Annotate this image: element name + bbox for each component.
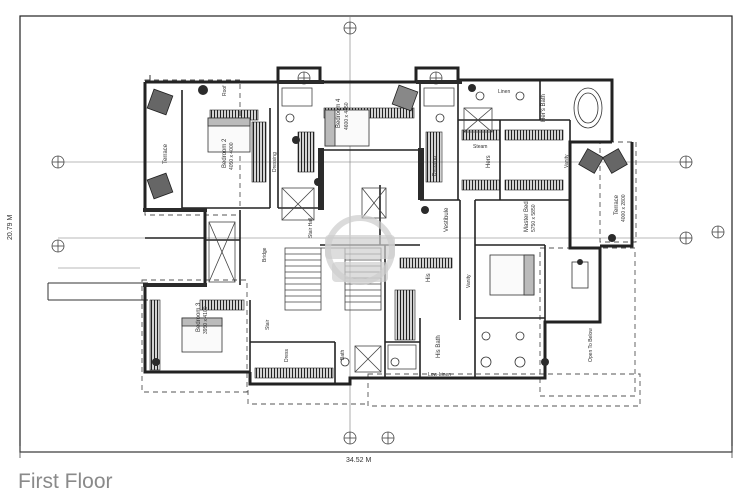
label-vestibule: Vestibule [444,207,450,232]
floor-plan-drawing: 34.52 M 20.79 M [7,15,733,464]
terrace-furniture [146,84,628,200]
label-steam: Steam [473,144,487,150]
label-his: His [426,273,432,282]
label-bath-lower: Bath [340,349,346,360]
label-bedroom2-size: 4050 x 4000 [229,142,235,170]
label-terrace-right-size: 4000 x 2800 [621,194,627,222]
label-bedroom4-size: 4600 x 4450 [344,102,350,130]
label-vanity-top: Vanity [564,154,570,168]
label-master-bed: Master Bed [524,201,530,232]
label-bedroom4: Bedroom 4 [336,98,342,128]
label-roof: Roof [222,85,228,96]
width-dimension [19,446,733,458]
beds [181,109,535,353]
watermark-logo [325,215,395,285]
label-master-bed-size: 5750 x 5850 [531,204,537,232]
floor-caption: First Floor [18,470,113,493]
label-low-linen: Low-Linen [428,372,451,378]
label-stair: Stair [265,319,271,330]
shower-boxes [208,87,493,373]
label-stair-hall: Stair Hall [308,218,314,238]
label-vanity-master: Vanity [466,274,472,288]
label-bedroom2: Bedroom 2 [222,138,228,168]
grid-bubbles [51,21,725,445]
interior-walls [145,80,571,384]
left-canopy [47,75,151,301]
label-dressing-left: Dressing [272,152,278,172]
label-her-bath: Her's Bath [541,94,547,122]
label-bedroom3-size: 3950 x 4100 [203,306,209,334]
solid-wall-fills [143,80,462,287]
label-his-bath: His Bath [436,335,442,358]
label-bridge: Bridge [262,247,268,262]
label-bedroom3: Bedroom 3 [196,302,202,332]
label-open-to-below: Open To Below [588,328,594,362]
label-dress-lower: Dress [284,348,290,362]
label-dressing-right: Dressing [432,156,438,176]
label-terrace-right: Terrace [614,194,620,215]
label-linen: Linen [498,89,510,95]
label-terrace-left: Terrace [163,143,169,164]
label-hers: Hers [486,155,492,168]
bath-fixtures [285,87,603,368]
width-dimension-label: 34.52 M [346,457,371,464]
plants [152,84,616,366]
height-dimension-label: 20.79 M [7,215,14,240]
